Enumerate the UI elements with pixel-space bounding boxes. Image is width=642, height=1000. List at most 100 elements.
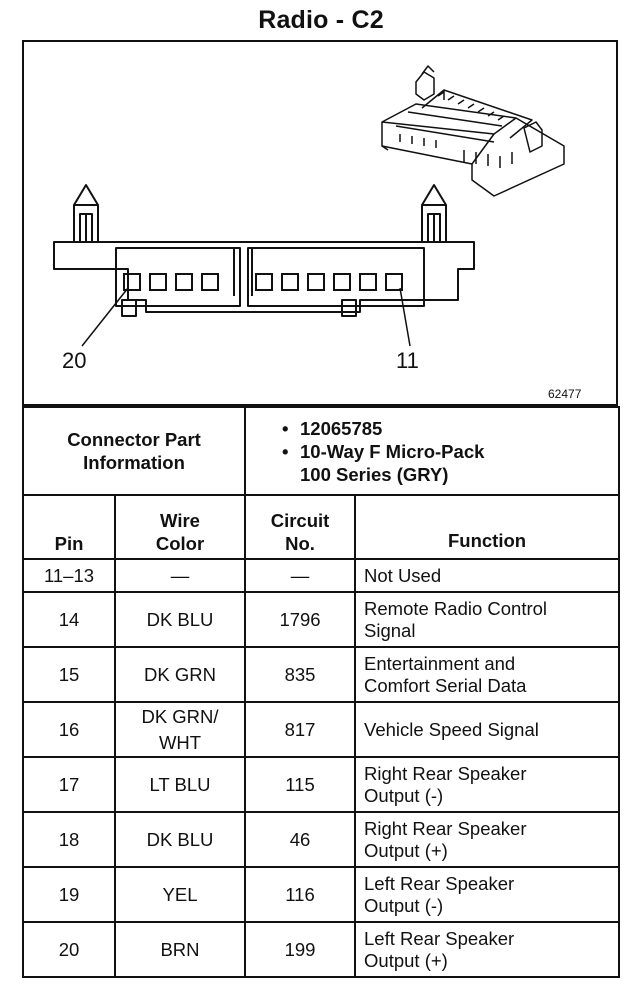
isometric-connector-view <box>381 65 565 197</box>
part-number: 12065785 <box>300 417 383 439</box>
left-cavity-block <box>115 247 241 307</box>
pin-cell: 16 <box>22 701 116 758</box>
header-pin: Pin <box>22 494 116 560</box>
right-latch <box>421 184 447 242</box>
function-line: Right Rear Speaker <box>364 762 527 784</box>
connector-info-row: Connector Part Information • 12065785 • 10… <box>21 406 621 496</box>
function-line: Comfort Serial Data <box>364 674 527 696</box>
leader-pin-20 <box>81 287 129 347</box>
connector-drawing <box>53 65 565 347</box>
connector-series: 100 Series (GRY) <box>300 463 449 485</box>
function-line: Output (+) <box>364 949 448 971</box>
table-row: 11–13 — — Not Used <box>22 558 621 593</box>
pin-cavity <box>385 273 403 291</box>
wire-color-line: DK GRN <box>144 663 216 685</box>
function-line: Output (-) <box>364 894 444 916</box>
isometric-cavity-marks <box>399 91 513 168</box>
pin-cell: 17 <box>22 756 116 813</box>
bullet-icon: • <box>282 417 289 439</box>
connector-info-label-line: Information <box>83 452 185 473</box>
connector-pinout-table: Connector Part Information • 12065785 • 10… <box>21 406 621 978</box>
figure-number: 62477 <box>548 387 582 401</box>
right-cavity-block <box>247 247 425 307</box>
connector-info-label-line: Connector Part <box>67 429 201 450</box>
circuit-cell: 116 <box>244 866 357 923</box>
page-title: Radio - C2 <box>258 6 384 34</box>
pin-cavity <box>149 273 167 291</box>
wire-color-cell: DK BLU <box>113 591 247 648</box>
function-line: Signal <box>364 619 416 641</box>
bullet-icon: • <box>282 440 289 462</box>
circuit-cell: — <box>244 558 357 593</box>
function-line: Vehicle Speed Signal <box>364 718 539 740</box>
pin-cavity <box>307 273 325 291</box>
left-latch <box>73 184 99 242</box>
circuit-cell: 199 <box>244 921 357 978</box>
connector-info-values: • 12065785 • 10-Way F Micro-Pack 100 Serie… <box>244 406 621 496</box>
function-line: Remote Radio Control <box>364 597 548 619</box>
wire-color-line: DK BLU <box>146 608 214 630</box>
wire-color-line: YEL <box>162 883 198 905</box>
pin-cavity <box>359 273 377 291</box>
function-line: Left Rear Speaker <box>364 872 515 894</box>
wire-color-line: BRN <box>160 938 200 960</box>
circuit-cell: 835 <box>244 646 357 703</box>
function-line: Output (-) <box>364 784 444 806</box>
wire-color-line: WHT <box>158 731 202 753</box>
circuit-cell: 46 <box>244 811 357 868</box>
wire-color-cell: DK GRN <box>113 646 247 703</box>
wire-color-cell: — <box>113 558 247 593</box>
circuit-cell: 817 <box>244 701 357 758</box>
pin-cell: 19 <box>22 866 116 923</box>
function-cell: Vehicle Speed Signal <box>354 701 621 758</box>
pin-cell: 20 <box>22 921 116 978</box>
pin-callout-20: 20 <box>62 348 87 373</box>
pin-cavity <box>333 273 351 291</box>
function-line: Right Rear Speaker <box>364 817 527 839</box>
pin-cavity <box>123 273 141 291</box>
pin-cavities <box>123 273 403 291</box>
header-function: Function <box>354 494 621 560</box>
connector-figure: 20 11 62477 <box>22 40 618 406</box>
connector-type: 10-Way F Micro-Pack <box>300 440 485 462</box>
circuit-cell: 115 <box>244 756 357 813</box>
circuit-cell: 1796 <box>244 591 357 648</box>
pin-cavity <box>255 273 273 291</box>
function-line: Left Rear Speaker <box>364 927 515 949</box>
wire-color-cell: LT BLU <box>113 756 247 813</box>
wire-color-line: — <box>170 564 190 586</box>
pin-cavity <box>175 273 193 291</box>
pin-cavity <box>281 273 299 291</box>
leader-pin-11 <box>399 287 411 347</box>
wire-color-line: DK BLU <box>146 828 214 850</box>
wire-color-cell: BRN <box>113 921 247 978</box>
pin-callout-11: 11 <box>396 348 419 373</box>
function-line: Entertainment and <box>364 652 516 674</box>
wire-color-line: LT BLU <box>149 773 211 795</box>
wire-color-line: DK GRN/ <box>141 705 219 727</box>
connector-body <box>53 241 475 313</box>
connector-info-label: Connector Part Information <box>21 406 247 496</box>
pin-cell: 11–13 <box>22 558 116 593</box>
pin-cell: 15 <box>22 646 116 703</box>
function-cell: Not Used <box>354 558 621 593</box>
function-line: Not Used <box>364 564 442 586</box>
pin-cell: 14 <box>22 591 116 648</box>
wire-color-cell: DK GRN/WHT <box>113 701 247 758</box>
